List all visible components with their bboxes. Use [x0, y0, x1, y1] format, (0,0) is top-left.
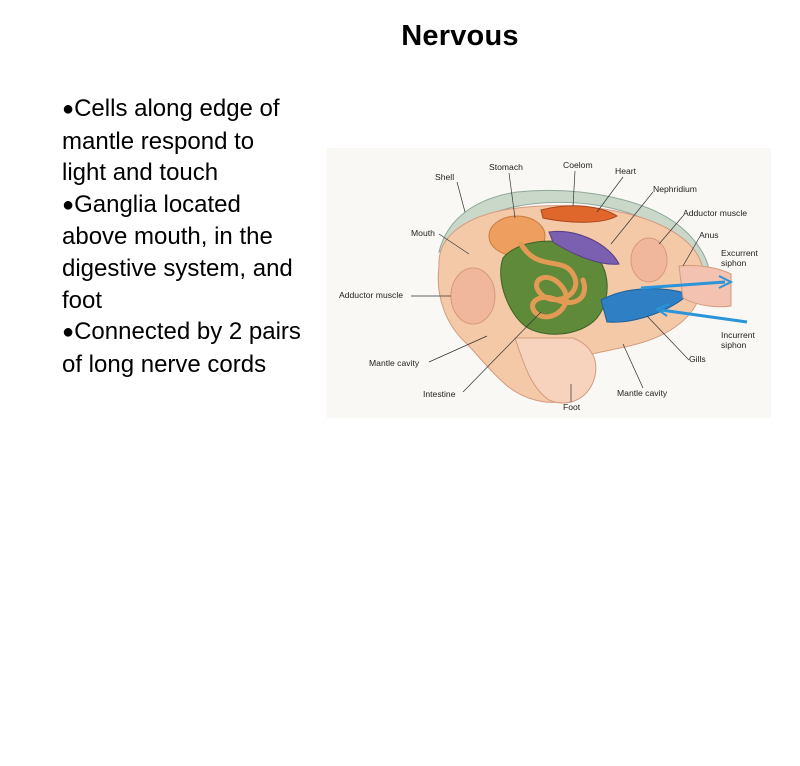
heart: [540, 205, 618, 223]
bullet-text: Connected by 2 pairs of long nerve cords: [62, 318, 301, 378]
bullet-list: ●Cells along edge of mantle respond to l…: [62, 93, 302, 380]
bullet-text: Ganglia located above mouth, in the dige…: [62, 190, 293, 314]
adductor-muscle-right: [630, 237, 668, 283]
bullet-dot-icon: ●: [62, 193, 75, 216]
label-anus: Anus: [699, 230, 719, 240]
slide-title: Nervous: [401, 20, 519, 52]
siphon: [678, 265, 732, 308]
nephridium: [548, 230, 620, 265]
bullet-item: ●Ganglia located above mouth, in the dig…: [62, 189, 302, 316]
label-shell: Shell: [435, 172, 454, 182]
bullet-dot-icon: ●: [62, 98, 75, 120]
label-mantle-cavity-left: Mantle cavity: [369, 358, 420, 368]
adductor-muscle-left: [450, 267, 496, 325]
label-heart: Heart: [615, 166, 637, 176]
water-flow-arrows: [640, 275, 748, 324]
label-foot: Foot: [563, 402, 581, 412]
foot: [514, 337, 597, 404]
label-mouth: Mouth: [411, 228, 435, 238]
label-adductor-muscle-right: Adductor muscle: [683, 208, 747, 218]
label-mantle-cavity-right: Mantle cavity: [617, 388, 668, 398]
label-stomach: Stomach: [489, 162, 523, 172]
bullet-item: ●Connected by 2 pairs of long nerve cord…: [62, 316, 302, 380]
bullet-dot-icon: ●: [62, 321, 75, 344]
clam-anatomy-diagram: Shell Stomach Coelom Heart Nephridium Ad…: [327, 148, 771, 418]
label-coelom: Coelom: [563, 160, 593, 170]
intestine: [518, 241, 587, 320]
label-adductor-muscle-left: Adductor muscle: [339, 290, 403, 300]
clam-anatomy-svg: Shell Stomach Coelom Heart Nephridium Ad…: [339, 160, 758, 412]
label-intestine: Intestine: [423, 389, 456, 399]
label-gills: Gills: [689, 354, 706, 364]
label-nephridium: Nephridium: [653, 184, 697, 194]
bullet-text: Cells along edge of mantle respond to li…: [62, 95, 280, 187]
shell-outline: [438, 190, 710, 271]
bullet-item: ●Cells along edge of mantle respond to l…: [62, 93, 302, 189]
